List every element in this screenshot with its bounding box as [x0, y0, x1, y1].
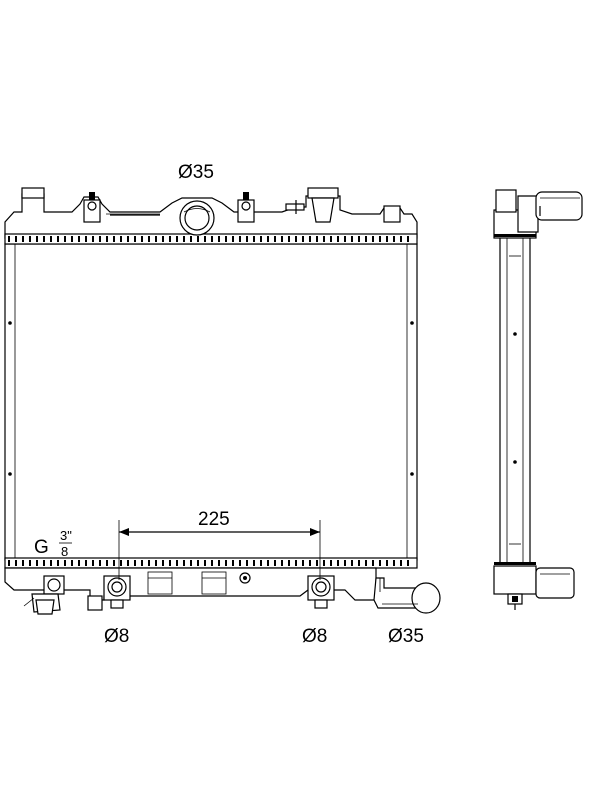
top-mount-left: [83, 192, 101, 223]
bottom-mount-left: [103, 575, 131, 609]
drain-thread-numerator: 3": [60, 528, 72, 543]
top-inlet-pipe: [179, 200, 215, 236]
bottom-crimp-ticks: [8, 560, 409, 566]
bottom-outlet-pipe: [373, 577, 441, 614]
top-left-tab: [21, 187, 45, 199]
side-top-tank: [493, 189, 583, 239]
bottom-tank-ribs: [147, 571, 227, 595]
drain-plug: [23, 575, 65, 615]
bottom-center-boss: [239, 572, 251, 584]
dimension-225: [118, 520, 321, 580]
drain-thread-label: G: [34, 537, 49, 558]
side-core: [499, 235, 531, 565]
top-side-boss: [383, 205, 401, 223]
left-mount-label: Ø8: [104, 626, 129, 647]
top-inlet-label: Ø35: [178, 162, 214, 183]
radiator-front-view: [4, 187, 441, 615]
top-crimp-ticks: [8, 236, 409, 242]
right-mount-label: Ø8: [302, 626, 327, 647]
bottom-mount-right: [307, 575, 335, 609]
width-dimension-label: 225: [198, 509, 230, 530]
bottom-tank: [4, 567, 377, 601]
drain-thread-denominator: 8: [61, 544, 68, 559]
bottom-left-tab: [87, 595, 103, 611]
top-mount-right: [237, 192, 255, 223]
core-rivets: [8, 321, 414, 476]
bottom-outlet-label: Ø35: [388, 626, 424, 647]
radiator-side-view: [493, 189, 583, 610]
filler-neck: [285, 187, 339, 223]
side-bottom-tank: [493, 562, 575, 610]
